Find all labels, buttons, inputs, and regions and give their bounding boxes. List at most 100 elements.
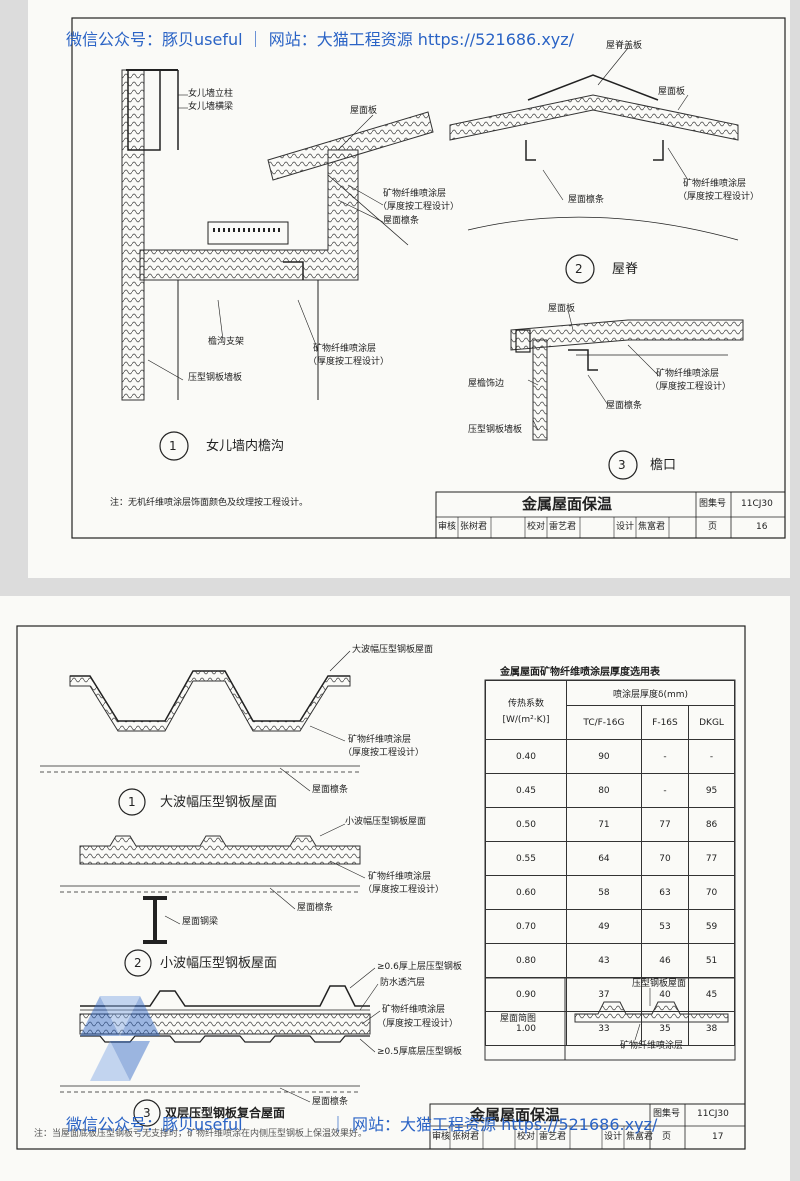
header-coef-label: 传热系数 [507, 698, 544, 709]
atlas-number: 11CJ30 [741, 499, 773, 509]
watermark-logo-icon [80, 996, 160, 1081]
label-purlin: 屋面檩条 [568, 195, 605, 205]
cell: 46 [640, 943, 690, 978]
label-mineral-thickness: （厚度按工程设计） [378, 202, 460, 212]
design-label: 设计 [604, 1132, 623, 1142]
label-mineral-thickness: （厚度按工程设计） [363, 885, 445, 895]
detail-number: 2 [134, 956, 142, 970]
cell: 95 [688, 773, 735, 808]
header-thickness: 喷涂层厚度δ(mm) [566, 680, 735, 706]
label-lower-sheet: ≥0.5厚底层压型钢板 [377, 1047, 462, 1057]
label-mineral-coating: 矿物纤维喷涂层 [382, 1005, 446, 1015]
watermark-bottom-left: 微信公众号：豚贝useful [66, 1115, 243, 1134]
design-label: 设计 [616, 522, 635, 532]
detail-title: 屋脊 [612, 262, 639, 277]
cell: 80 [566, 773, 642, 808]
detail-title: 女儿墙内檐沟 [206, 439, 285, 454]
cell: 70 [688, 875, 735, 910]
watermark-bottom-site: 网站：大猫工程资源 https://521686.xyz/ [352, 1115, 658, 1134]
cell: 70 [640, 841, 690, 876]
watermark-bottom-separator: ｜ [330, 1115, 347, 1134]
label-purlin: 屋面檩条 [312, 785, 349, 795]
cell: 49 [566, 909, 642, 944]
cell: 43 [566, 943, 642, 978]
label-small-wave-panel: 小波幅压型钢板屋面 [345, 817, 427, 827]
label-wall-panel: 压型钢板墙板 [468, 425, 523, 435]
check-label: 校对 [527, 522, 546, 532]
cell: - [688, 739, 735, 774]
cell: 53 [640, 909, 690, 944]
detail-title: 大波幅压型钢板屋面 [160, 795, 278, 810]
atlas-label: 图集号 [699, 499, 727, 509]
detail-title: 双层压型钢板复合屋面 [165, 1106, 286, 1120]
detail-number: 1 [169, 439, 177, 453]
cell: 63 [640, 875, 690, 910]
cell: 0.80 [485, 943, 567, 978]
detail-number: 2 [575, 262, 583, 276]
cell: 0.50 [485, 807, 567, 842]
review-label: 审核 [438, 522, 457, 532]
label-mineral-thickness: （厚度按工程设计） [343, 748, 425, 758]
label-mineral-thickness: （厚度按工程设计） [308, 357, 390, 367]
cell: 40 [640, 977, 690, 1012]
cell: 1.00 [485, 1011, 567, 1046]
label-purlin: 屋面檩条 [606, 401, 643, 411]
cell: 37 [566, 977, 642, 1012]
atlas-label: 图集号 [653, 1109, 681, 1119]
label-upper-sheet: ≥0.6厚上层压型钢板 [377, 962, 462, 972]
label-vapor-layer: 防水透汽层 [380, 978, 426, 988]
sheet-title: 金属屋面保温 [470, 1106, 561, 1124]
header-col: TC/F-16G [566, 705, 642, 740]
sketch-mineral-label: 矿物纤维喷涂层 [620, 1041, 684, 1051]
label-mineral-coating: 矿物纤维喷涂层 [683, 179, 747, 189]
label-purlin: 屋面檩条 [312, 1097, 349, 1107]
page-label: 页 [708, 522, 718, 532]
header-coef: 传热系数 [W/(m²·K)] [485, 680, 567, 740]
label-purlin: 屋面檩条 [297, 903, 334, 913]
page-number: 17 [712, 1132, 724, 1142]
label-gutter-bracket: 檐沟支架 [208, 337, 245, 347]
label-eave-trim: 屋檐饰边 [468, 379, 505, 389]
drawing-sheet-17: 大波幅压型钢板屋面 矿物纤维喷涂层 （厚度按工程设计） 屋面檩条 1 大波幅压型… [0, 596, 790, 1181]
reviewer-name: 张树君 [460, 522, 488, 532]
label-mineral-thickness: （厚度按工程设计） [650, 382, 732, 392]
label-roof-panel: 屋面板 [350, 106, 378, 116]
label-mineral-thickness: （厚度按工程设计） [377, 1019, 459, 1029]
thickness-table: 传热系数 [W/(m²·K)] 喷涂层厚度δ(mm) TC/F-16G F-16… [485, 680, 735, 1046]
checker-name: 雷艺君 [549, 522, 577, 532]
designer-name: 焦富君 [626, 1132, 654, 1142]
sketch-label: 屋面简图 [500, 1014, 537, 1024]
label-big-wave-panel: 大波幅压型钢板屋面 [352, 645, 434, 655]
detail-number: 1 [128, 795, 136, 809]
cell: 90 [566, 739, 642, 774]
cell: 51 [688, 943, 735, 978]
atlas-number: 11CJ30 [697, 1109, 729, 1119]
cell: 0.90 [485, 977, 567, 1012]
cell: 58 [566, 875, 642, 910]
header-coef-unit: [W/(m²·K)] [502, 714, 550, 725]
cell: 64 [566, 841, 642, 876]
label-mineral-coating: 矿物纤维喷涂层 [656, 369, 720, 379]
cell: 38 [688, 1011, 735, 1046]
cell: 45 [688, 977, 735, 1012]
detail-title: 小波幅压型钢板屋面 [160, 956, 278, 971]
cell: - [640, 739, 690, 774]
label-mineral-coating: 矿物纤维喷涂层 [368, 872, 432, 882]
watermark-top: 微信公众号：豚贝useful ｜ 网站：大猫工程资源 https://52168… [66, 30, 575, 49]
cell: 59 [688, 909, 735, 944]
cell: 0.55 [485, 841, 567, 876]
label-mineral-coating: 矿物纤维喷涂层 [313, 344, 377, 354]
sheet-16-linework [71, 17, 786, 539]
cell: 0.60 [485, 875, 567, 910]
sheet-title: 金属屋面保温 [522, 495, 613, 513]
page-number: 16 [756, 522, 768, 532]
cell: 71 [566, 807, 642, 842]
